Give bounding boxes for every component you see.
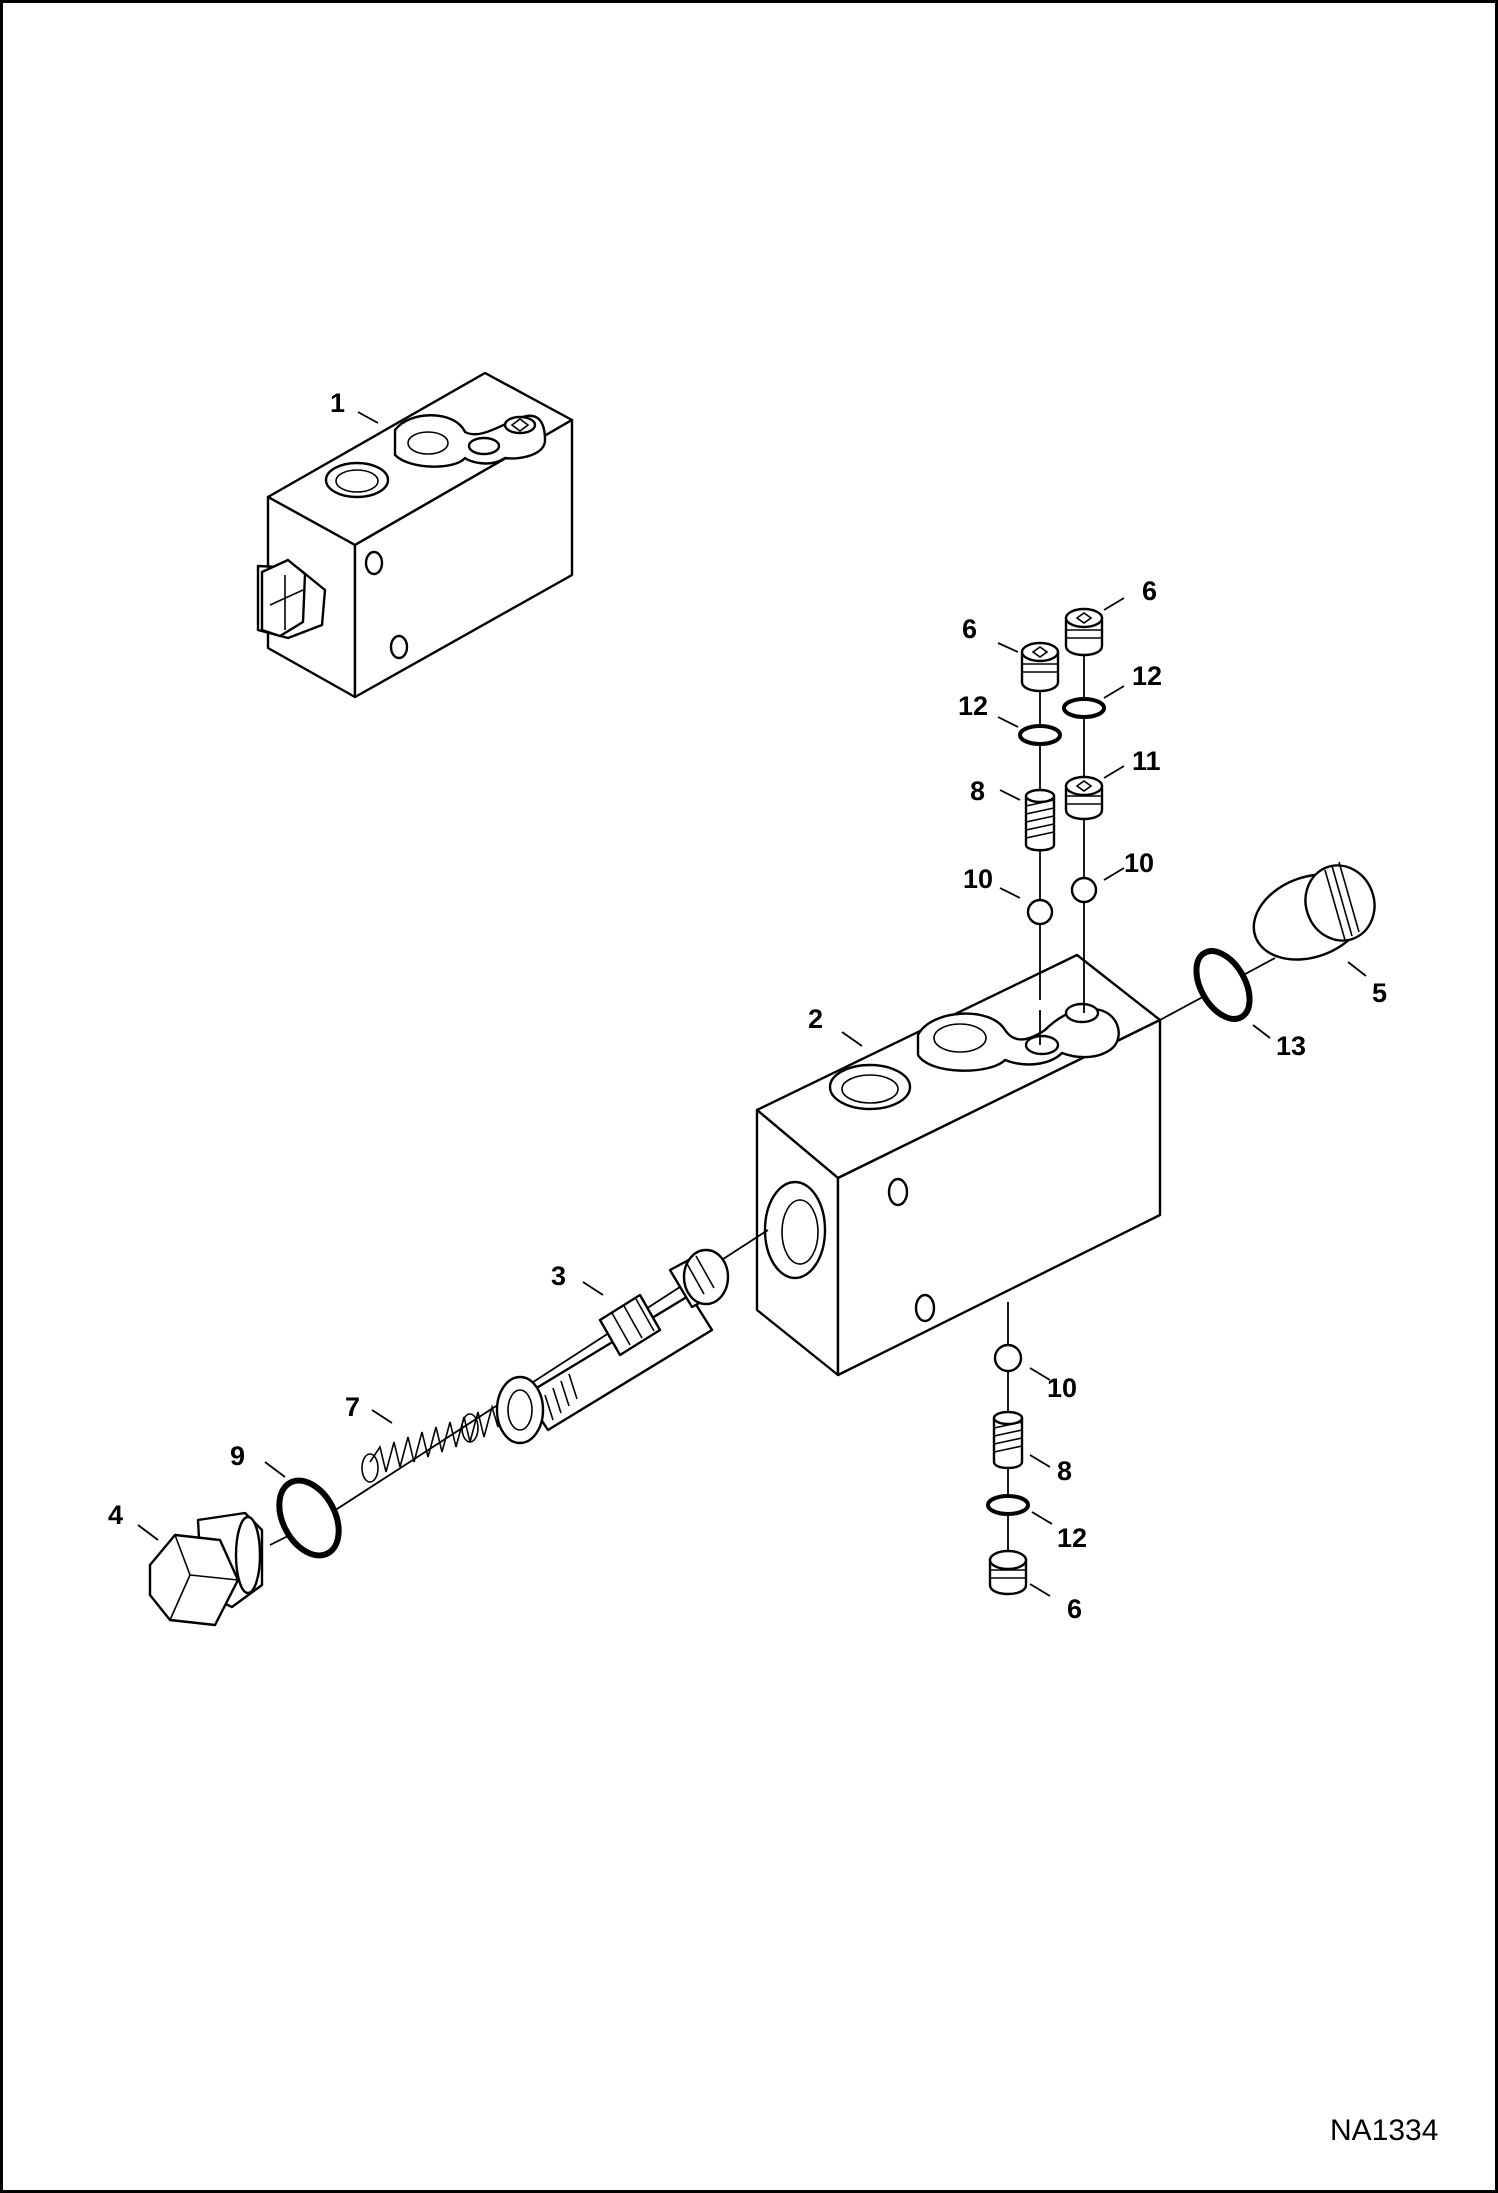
callout-3: 3: [551, 1261, 566, 1291]
callout-8a: 8: [970, 776, 985, 806]
orifice-plug: [1064, 765, 1125, 821]
callout-12c: 12: [1057, 1523, 1087, 1553]
callout-12b: 12: [1132, 661, 1162, 691]
callout-6a: 6: [962, 614, 977, 644]
callout-10a: 10: [963, 864, 993, 894]
o-ring-right: [1193, 948, 1271, 1039]
callout-7: 7: [345, 1392, 360, 1422]
callout-10c: 10: [1047, 1373, 1077, 1403]
socket-plug-left: [997, 641, 1060, 693]
socket-plug-right: [1064, 597, 1125, 657]
spool: [495, 1248, 730, 1445]
callout-6b: 6: [1142, 576, 1157, 606]
assembled-valve-block: [256, 371, 574, 699]
spool-spring: [361, 1404, 499, 1483]
o-ring-large: [264, 1461, 342, 1559]
callout-2: 2: [808, 1004, 823, 1034]
callout-10b: 10: [1124, 848, 1154, 878]
callout-12a: 12: [958, 691, 988, 721]
check-spring-upper: [999, 788, 1056, 852]
socket-plug-lower: [988, 1549, 1051, 1597]
check-ball-left: [999, 887, 1054, 926]
hex-plug: [137, 1511, 264, 1627]
callout-11: 11: [1132, 746, 1161, 776]
callout-4: 4: [108, 1500, 123, 1530]
check-ball-right: [1070, 867, 1125, 904]
callout-6c: 6: [1067, 1594, 1082, 1624]
check-spring-lower: [992, 1410, 1051, 1470]
figure-id: NA1334: [1330, 2114, 1438, 2147]
end-plug: [1252, 861, 1376, 977]
callout-labels: 1 2 3 4 5 6 6 6 7 8 8 9 10 10 10 11 12 1…: [108, 388, 1387, 1624]
valve-body-block: [755, 953, 1162, 1377]
callout-13: 13: [1276, 1031, 1306, 1061]
check-ball-lower: [993, 1343, 1051, 1381]
callout-1: 1: [330, 388, 345, 418]
callout-5: 5: [1372, 978, 1387, 1008]
callout-8b: 8: [1057, 1456, 1072, 1486]
o-ring-small-right: [1062, 685, 1125, 719]
callout-9: 9: [230, 1441, 245, 1471]
o-ring-small-lower: [986, 1494, 1053, 1525]
o-ring-small-left: [997, 716, 1062, 746]
